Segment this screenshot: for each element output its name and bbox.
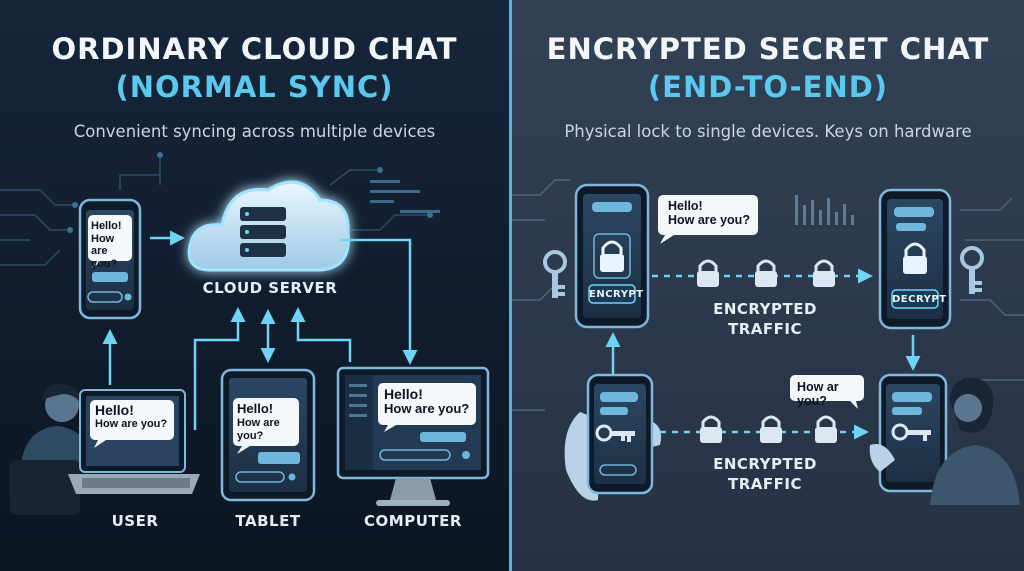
padlock-icon	[697, 259, 719, 287]
laptop-bubble-line-2: How are you?	[95, 418, 168, 431]
right-subtitle: (END-TO-END)	[647, 70, 889, 104]
phone-icon	[878, 188, 952, 330]
reply-bubble-text: How ar you?	[797, 380, 839, 409]
traffic-label-top-line-2: TRAFFIC	[728, 319, 802, 338]
right-caption: Physical lock to single devices. Keys on…	[564, 122, 972, 141]
computer-label: COMPUTER	[364, 512, 462, 530]
key-icon	[595, 424, 635, 442]
circuit-lines-left	[0, 155, 430, 266]
phone-bubble-line-1: Hello!	[91, 220, 122, 232]
encrypted-bubble-line-1: Hello!	[668, 199, 703, 213]
phone-icon	[78, 198, 142, 320]
sync-arrows-right	[605, 332, 921, 375]
data-bars-right	[795, 195, 854, 225]
tablet-bubble-line-1: Hello!	[237, 401, 274, 416]
circuit-dots-left	[67, 152, 433, 233]
encrypted-bubble-text: Hello! How are you?	[668, 199, 756, 228]
laptop-bubble-text: Hello! How are you?	[95, 402, 175, 431]
encrypted-bubble-line-2: How are you?	[668, 213, 750, 228]
padlock-icon	[760, 415, 782, 443]
padlock-icon	[755, 259, 777, 287]
traffic-label-bottom-line-2: TRAFFIC	[728, 474, 802, 493]
computer-bubble-text: Hello! How are you?	[384, 386, 476, 417]
cloud-server-icon	[187, 180, 350, 272]
user-label: USER	[111, 512, 159, 530]
computer-bubble-line-1: Hello!	[384, 386, 423, 402]
speech-bubble	[790, 375, 864, 409]
phone-icon	[574, 183, 650, 329]
sync-arrows-left	[102, 230, 418, 430]
tablet-icon	[220, 368, 316, 502]
decrypt-badge: DECRYPT	[892, 294, 947, 305]
computer-bubble-line-2: How are you?	[384, 401, 470, 417]
key-icon	[543, 250, 567, 298]
tablet-label: TABLET	[235, 512, 301, 530]
phone-bubble-line-2: How are you?	[91, 232, 118, 270]
padlock-icon	[813, 259, 835, 287]
person-icon	[10, 383, 96, 515]
traffic-label-top: ENCRYPTED TRAFFIC	[680, 300, 850, 339]
laptop-icon	[68, 389, 200, 494]
key-icon	[891, 423, 931, 441]
circuit-lines-right	[512, 179, 1024, 411]
data-bars-left	[370, 180, 440, 213]
left-title: ORDINARY CLOUD CHAT	[51, 32, 458, 66]
padlock-icon	[700, 415, 722, 443]
traffic-label-bottom: ENCRYPTED TRAFFIC	[680, 455, 850, 494]
left-caption: Convenient syncing across multiple devic…	[73, 122, 436, 141]
traffic-label-bottom-line-1: ENCRYPTED	[713, 455, 817, 473]
key-icon	[960, 246, 984, 294]
padlock-icon	[815, 415, 837, 443]
tablet-bubble-line-2: How are you?	[237, 416, 280, 442]
speech-bubble	[658, 195, 758, 244]
encrypt-badge: ENCRYPT	[589, 289, 644, 300]
monitor-icon	[336, 366, 490, 506]
laptop-bubble-line-1: Hello!	[95, 402, 134, 418]
phone-bubble-text: Hello! How are you?	[91, 220, 133, 271]
person-icon	[869, 377, 1020, 505]
right-title: ENCRYPTED SECRET CHAT	[546, 32, 990, 66]
panel-divider	[509, 0, 512, 571]
cloud-server-label: CLOUD SERVER	[202, 279, 338, 297]
left-subtitle: (NORMAL SYNC)	[115, 70, 394, 104]
traffic-label-top-line-1: ENCRYPTED	[713, 300, 817, 318]
tablet-bubble-text: Hello! How are you?	[237, 401, 299, 442]
